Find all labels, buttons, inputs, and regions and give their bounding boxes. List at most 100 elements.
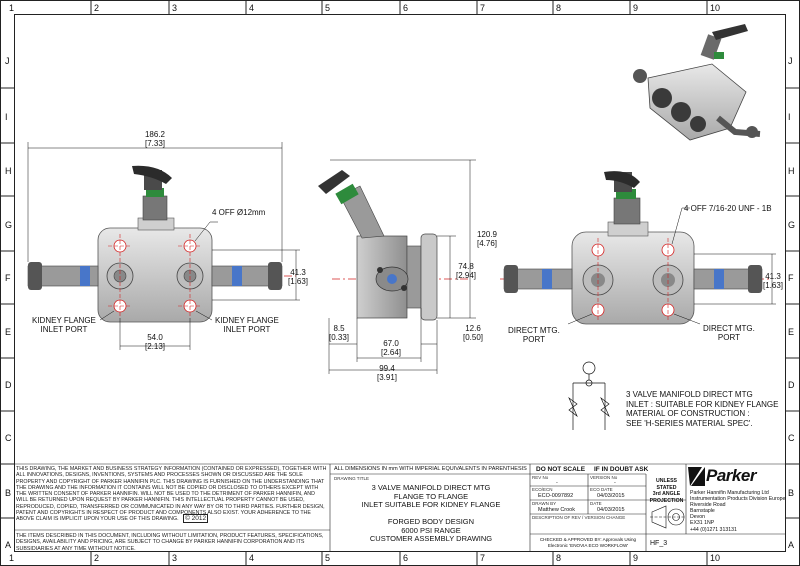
zone-row-a: A <box>5 540 12 550</box>
front-overall-width: 186.2 [7.33] <box>135 130 175 148</box>
zone-row-g: G <box>5 220 13 230</box>
zone-row-b-right: B <box>788 488 795 498</box>
rev-no-label: REV No <box>532 475 549 480</box>
side-left-offset: 8.5 [0.33] <box>326 324 352 342</box>
drawing-title: 3 VALVE MANIFOLD DIRECT MTG FLANGE TO FL… <box>336 483 526 552</box>
label-line: DIRECT MTG. <box>508 326 560 335</box>
drawn-by: Matthew Crook <box>538 507 575 513</box>
zone-row-c: C <box>5 433 12 443</box>
zone-row-e-right: E <box>788 327 795 337</box>
address-line: Parker Hannifin Manufacturing Ltd <box>690 490 769 496</box>
front-right-port-label: KIDNEY FLANGE INLET PORT <box>215 316 279 334</box>
zone-row-h: H <box>5 166 12 176</box>
ecn-value: ECO-0097892 <box>538 493 574 499</box>
rev-no: - <box>556 480 558 486</box>
dim-value: 74.8 <box>458 262 474 271</box>
projection-line: PROJECTION <box>649 497 684 504</box>
valve-schematic <box>568 361 610 430</box>
projection-symbol <box>650 505 686 529</box>
zone-col-4: 4 <box>249 3 255 13</box>
ecn-label: ECO/ECN <box>532 487 553 492</box>
dim-imperial: [1.63] <box>287 277 308 286</box>
zone-col-7: 7 <box>480 3 486 13</box>
zone-col-7-bottom: 7 <box>480 553 486 563</box>
address-line: +44 (0)1271 313131 <box>690 526 737 533</box>
side-view <box>318 159 476 374</box>
rear-hole-note: 4 OFF 7/16-20 UNF - 1B <box>684 204 772 213</box>
dim-imperial: [0.50] <box>462 333 483 342</box>
zone-col-3-bottom: 3 <box>172 553 178 563</box>
zone-col-2: 2 <box>94 3 100 13</box>
zone-row-f-right: F <box>788 273 794 283</box>
rear-left-port-label: DIRECT MTG. PORT <box>508 326 560 344</box>
zone-col-6-bottom: 6 <box>403 553 409 563</box>
title-line: INLET SUITABLE FOR KIDNEY FLANGE <box>361 500 501 509</box>
front-height: 41.3 [1.63] <box>284 268 312 286</box>
projection-note: UNLESS STATED 3rd ANGLE PROJECTION <box>647 478 686 504</box>
dim-value: 186.2 <box>144 130 166 139</box>
front-left-port-label: KIDNEY FLANGE INLET PORT <box>32 316 96 334</box>
side-overall-depth: 99.4 [3.91] <box>372 364 402 382</box>
disclaimer-text: THIS DRAWING, THE MARKET AND BUSINESS ST… <box>16 466 327 523</box>
dim-imperial: [7.33] <box>144 139 165 148</box>
spec-note: 3 VALVE MANIFOLD DIRECT MTG INLET : SUIT… <box>626 390 778 428</box>
date-value: 04/03/2015 <box>597 507 625 513</box>
zone-col-2-bottom: 2 <box>94 553 100 563</box>
zone-col-9-bottom: 9 <box>633 553 639 563</box>
version-label: VERSION No <box>590 475 618 480</box>
title-line: FLANGE TO FLANGE <box>393 491 469 501</box>
copyright: © 2012 <box>183 514 209 524</box>
zone-row-g-right: G <box>788 220 796 230</box>
zone-row-d-right: D <box>788 380 795 390</box>
zone-row-i-right: I <box>788 112 791 122</box>
dimensions-note: ALL DIMENSIONS IN mm WITH IMPERIAL EQUIV… <box>334 466 527 472</box>
description-label: DESCRIPTION OF REV / VERSION CHANGE <box>532 515 626 520</box>
spec-line: 3 VALVE MANIFOLD DIRECT MTG <box>626 390 753 399</box>
version-no: - <box>614 480 616 486</box>
spec-line: INLET : SUITABLE FOR KIDNEY FLANGE <box>626 399 779 409</box>
zone-col-1: 1 <box>9 3 15 13</box>
do-not-scale: DO NOT SCALE <box>536 466 586 473</box>
address-line: Devon <box>690 514 705 521</box>
zone-row-a-right: A <box>788 540 795 550</box>
isometric-view <box>633 24 761 141</box>
zone-col-5-bottom: 5 <box>325 553 331 563</box>
parker-logo <box>688 467 705 486</box>
dim-imperial: [1.63] <box>762 281 783 290</box>
ip-disclaimer: THIS DRAWING, THE MARKET AND BUSINESS ST… <box>16 466 328 524</box>
company-address: Parker Hannifin Manufacturing Ltd Instru… <box>690 490 785 533</box>
address-line: Riverside Road <box>690 502 726 509</box>
zone-row-i: I <box>5 112 8 122</box>
dim-value: 120.9 <box>476 230 498 239</box>
label-line: KIDNEY FLANGE <box>215 316 279 325</box>
zone-col-10-bottom: 10 <box>710 553 721 563</box>
dim-imperial: [3.91] <box>376 373 397 382</box>
approval-line: Electronic 'ENOVIA ECO WORKFLOW' <box>547 542 629 548</box>
zone-row-h-right: H <box>788 166 795 176</box>
dim-imperial: [2.64] <box>380 348 401 357</box>
front-hole-note: 4 OFF Ø12mm <box>212 208 266 217</box>
dim-value: 12.6 <box>465 324 481 333</box>
title-line: 3 VALVE MANIFOLD DIRECT MTG <box>371 483 491 492</box>
side-total-height: 120.9 [4.76] <box>474 230 500 248</box>
zone-row-c-right: C <box>788 433 795 443</box>
approval-note: CHECKED & APPROVED BY: Approvals Using E… <box>532 537 644 548</box>
drawing-number: HF_3 <box>650 540 668 547</box>
address-line: EX31 1NP <box>690 520 715 527</box>
zone-col-4-bottom: 4 <box>249 553 255 563</box>
zone-col-8-bottom: 8 <box>556 553 562 563</box>
label-line: KIDNEY FLANGE <box>32 316 96 325</box>
dim-value: 41.3 <box>290 268 306 277</box>
address-line: Instrumentation Products Division Europe <box>690 496 786 503</box>
dim-imperial: [0.33] <box>328 333 349 342</box>
zone-row-d: D <box>5 380 12 390</box>
drawing-title-label: DRAWING TITLE <box>334 476 370 481</box>
dim-value: 99.4 <box>379 364 395 373</box>
rear-height: 41.3 [1.63] <box>760 272 786 290</box>
title-block-grid <box>14 463 786 552</box>
dim-imperial: [2.94] <box>455 271 476 280</box>
spec-line: MATERIAL OF CONSTRUCTION : <box>626 409 750 418</box>
zone-col-8: 8 <box>556 3 562 13</box>
